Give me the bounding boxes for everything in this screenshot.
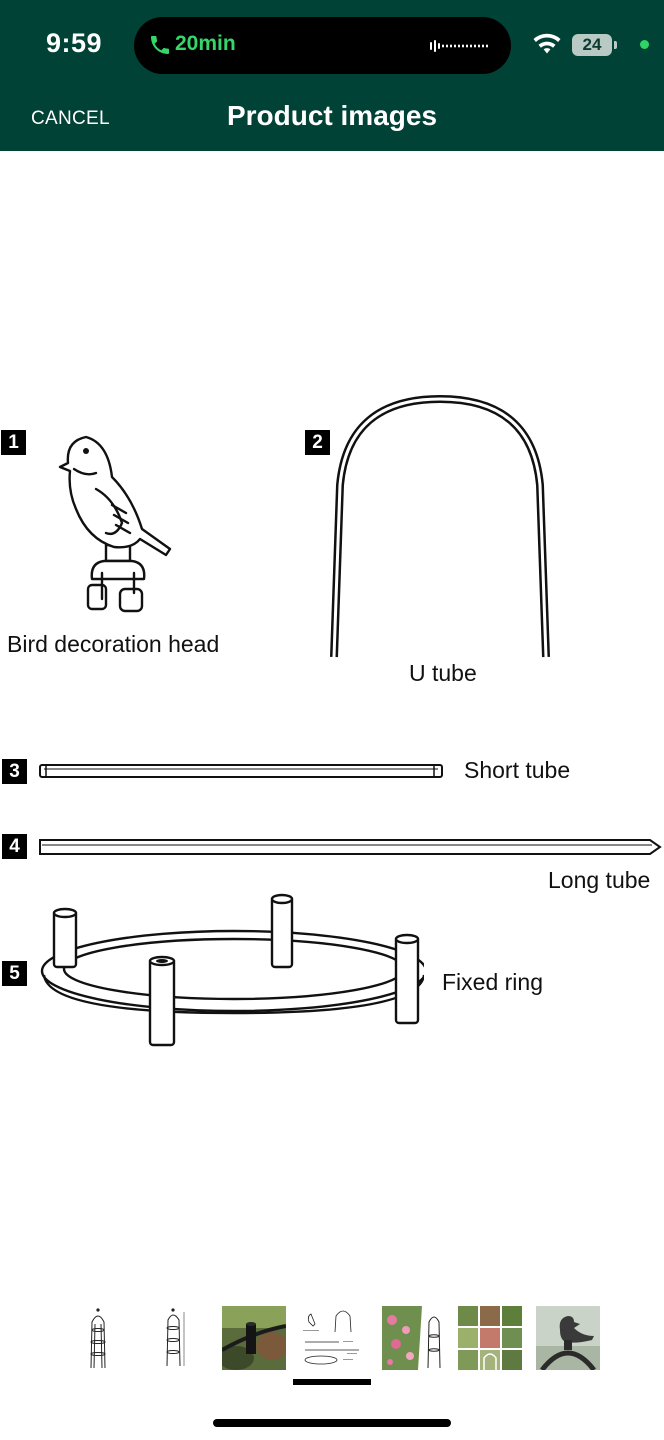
part-number-4: 4 — [2, 834, 27, 859]
battery-level: 24 — [572, 34, 612, 56]
part-number-1: 1 — [1, 430, 26, 455]
bird-finial-photo-icon — [536, 1306, 600, 1370]
home-indicator[interactable] — [213, 1419, 451, 1427]
thumbnail-4-selected[interactable] — [299, 1306, 363, 1370]
part-number-3: 3 — [2, 759, 27, 784]
fixed-ring-drawing — [40, 893, 424, 1047]
cancel-button[interactable]: CANCEL — [31, 108, 110, 129]
thumbnail-7[interactable] — [536, 1306, 600, 1370]
dynamic-island-call[interactable]: 20min — [134, 17, 511, 74]
rose-trellis-photo-icon — [382, 1306, 446, 1370]
obelisk-dimensions-icon — [166, 1308, 185, 1367]
selected-thumbnail-indicator — [293, 1379, 371, 1385]
part-number-5: 5 — [2, 961, 27, 986]
call-duration: 20min — [175, 32, 236, 55]
phone-icon — [151, 36, 169, 54]
privacy-indicator-dot — [640, 40, 649, 49]
part-label-4: Long tube — [548, 867, 651, 893]
bird-decoration-head-drawing — [58, 435, 172, 613]
garden-collage-icon — [458, 1306, 522, 1370]
status-time: 9:59 — [46, 28, 103, 58]
parts-diagram-icon — [299, 1306, 363, 1370]
ground-stake-photo-icon — [222, 1306, 286, 1370]
part-number-2: 2 — [305, 430, 330, 455]
u-tube-drawing — [330, 395, 550, 658]
part-label-2: U tube — [409, 660, 477, 686]
part-label-3: Short tube — [464, 757, 571, 783]
thumbnail-1[interactable] — [66, 1306, 130, 1370]
battery-tip — [614, 41, 617, 49]
part-label-1: Bird decoration head — [7, 631, 220, 657]
top-bar: 9:59 20min — [0, 0, 664, 151]
wifi-icon — [533, 33, 561, 54]
thumbnail-2[interactable] — [142, 1306, 206, 1370]
page-title: Product images — [226, 100, 438, 131]
thumbnail-3[interactable] — [222, 1306, 286, 1370]
obelisk-trellis-icon — [90, 1308, 106, 1369]
audio-waveform-icon — [430, 40, 488, 52]
short-tube-drawing — [39, 764, 443, 778]
product-image-viewer[interactable]: 1 Bird decoration head 2 U tube 3 Short … — [0, 151, 664, 1291]
long-tube-drawing — [39, 839, 662, 855]
part-label-5: Fixed ring — [442, 969, 543, 995]
thumbnail-6[interactable] — [458, 1306, 522, 1370]
thumbnail-5[interactable] — [382, 1306, 446, 1370]
